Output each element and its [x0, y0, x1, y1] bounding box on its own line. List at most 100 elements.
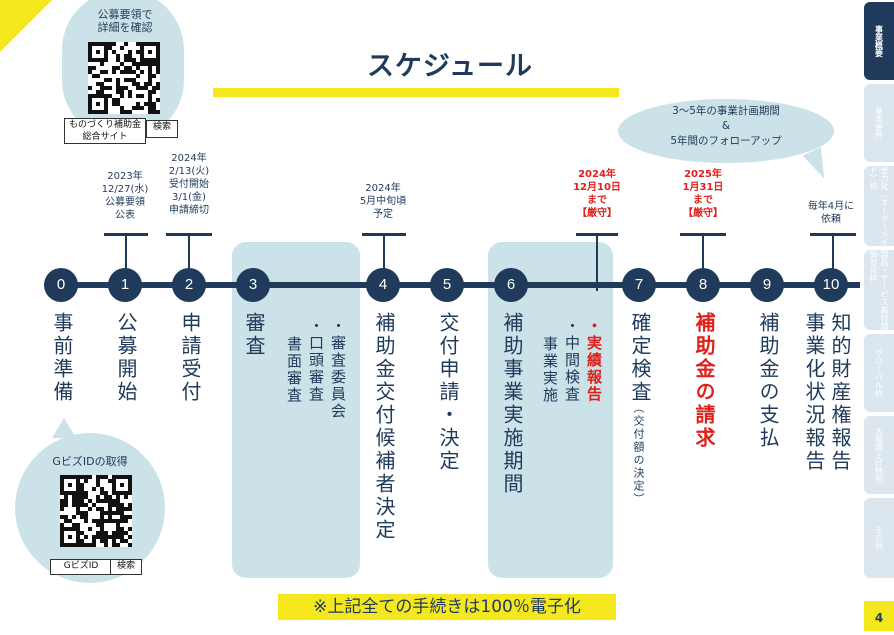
qr-module [116, 491, 120, 495]
qr-module [104, 70, 108, 74]
qr-code-bottom[interactable] [60, 475, 132, 547]
step-3-item-a: ・審査委員会 [329, 318, 347, 420]
qr-module [144, 42, 148, 46]
qr-module [68, 519, 72, 523]
qr-module [88, 86, 92, 90]
qr-module [152, 86, 156, 90]
qr-module [112, 50, 116, 54]
page-number: 4 [864, 601, 894, 631]
qr-module [104, 98, 108, 102]
qr-module [104, 58, 108, 62]
qr-top-caption: 公募要領で 詳細を確認 [97, 8, 153, 34]
tab-labor-saving[interactable]: 省力化（オーダーメイド）枠 [864, 166, 894, 246]
qr-module [76, 503, 80, 507]
qr-module [136, 82, 140, 86]
qr-module [80, 515, 84, 519]
qr-module [128, 94, 132, 98]
qr-module [88, 54, 92, 58]
gbiz-id-box: GビズID [50, 559, 112, 575]
qr-module [68, 475, 72, 479]
qr-module [96, 479, 100, 483]
qr-module [100, 110, 104, 114]
step-node-5: 5 [430, 268, 464, 302]
qr-module [104, 543, 108, 547]
step-6-item-a: ・実績報告 [585, 318, 603, 403]
qr-code-top[interactable] [88, 42, 160, 114]
qr-module [124, 66, 128, 70]
qr-module [124, 78, 128, 82]
qr-module [88, 42, 92, 46]
qr-module [116, 98, 120, 102]
qr-module [152, 58, 156, 62]
tab-basic-requirements[interactable]: 基本要件 [864, 84, 894, 162]
tab-global[interactable]: グローバル枠 [864, 334, 894, 412]
qr-module [112, 535, 116, 539]
qr-module [148, 90, 152, 94]
qr-module [92, 519, 96, 523]
qr-module [140, 50, 144, 54]
qr-module [128, 78, 132, 82]
qr-module [112, 511, 116, 515]
qr-module [100, 82, 104, 86]
search-button-top[interactable]: 検索 [146, 120, 178, 138]
qr-module [104, 475, 108, 479]
qr-module [128, 543, 132, 547]
qr-module [108, 507, 112, 511]
qr-module [112, 543, 116, 547]
qr-module [128, 58, 132, 62]
qr-module [108, 499, 112, 503]
qr-module [60, 535, 64, 539]
step-node-2: 2 [172, 268, 206, 302]
qr-module [152, 106, 156, 110]
qr-module [120, 535, 124, 539]
tab-high-value[interactable]: 製品・サービス高付加価値化枠 [864, 250, 894, 330]
qr-module [112, 66, 116, 70]
step-label-2: 申請受付 [178, 312, 202, 404]
qr-module [88, 527, 92, 531]
qr-module [140, 58, 144, 62]
qr-module [140, 86, 144, 90]
qr-module [96, 535, 100, 539]
tab-wage-increase[interactable]: 大幅賃上げ特例 [864, 416, 894, 494]
qr-module [100, 94, 104, 98]
search-button-bottom[interactable]: 検索 [110, 559, 142, 575]
qr-module [72, 527, 76, 531]
step-label-6: 補助事業実施期間 [500, 312, 524, 496]
qr-module [76, 539, 80, 543]
qr-module [116, 523, 120, 527]
qr-module [120, 46, 124, 50]
qr-module [156, 98, 160, 102]
qr-module [96, 102, 100, 106]
qr-module [84, 491, 88, 495]
qr-module [80, 475, 84, 479]
qr-module [72, 523, 76, 527]
step-label-9: 補助金の支払 [756, 312, 780, 450]
qr-module [128, 54, 132, 58]
qr-module [100, 515, 104, 519]
qr-module [120, 94, 124, 98]
qr-module [136, 62, 140, 66]
qr-module [132, 82, 136, 86]
qr-module [136, 86, 140, 90]
qr-module [116, 86, 120, 90]
tab-overview[interactable]: 事業概要 [864, 2, 894, 80]
qr-module [120, 527, 124, 531]
qr-module [88, 58, 92, 62]
step-node-3: 3 [236, 268, 270, 302]
qr-module [140, 106, 144, 110]
qr-module [112, 483, 116, 487]
qr-module [108, 86, 112, 90]
tick-4 [383, 233, 385, 273]
step-node-1: 1 [108, 268, 142, 302]
step-6-item-c: 事業実施 [541, 336, 559, 404]
qr-module [100, 62, 104, 66]
tick-label-6: 2024年 12月10日 まで 【厳守】 [573, 169, 621, 219]
qr-module [96, 90, 100, 94]
qr-module [104, 106, 108, 110]
tab-other[interactable]: その他 [864, 498, 894, 578]
qr-module [96, 94, 100, 98]
qr-module [72, 515, 76, 519]
qr-module [156, 82, 160, 86]
qr-module [104, 42, 108, 46]
qr-module [104, 46, 108, 50]
